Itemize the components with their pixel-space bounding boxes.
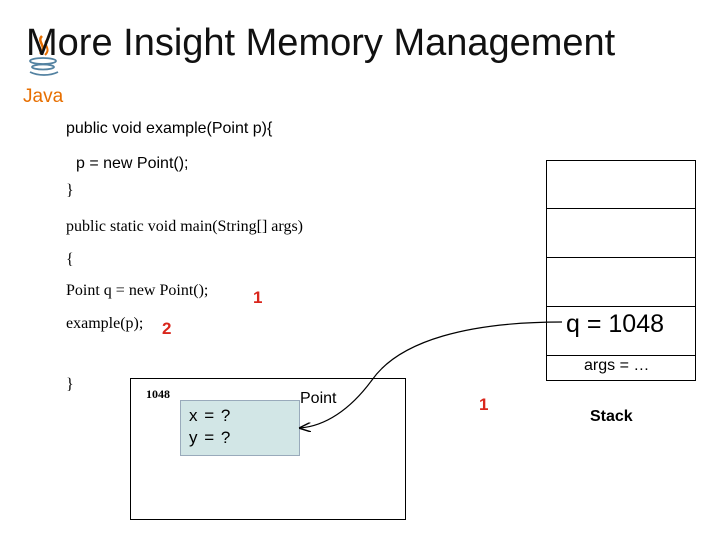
step-marker-1: 1 (253, 288, 263, 307)
heap-address-label: 1048 (146, 387, 170, 401)
point-object: x = ? y = ? (180, 400, 300, 456)
field-y: y = ? (189, 428, 232, 447)
arrow-step-marker-1: 1 (479, 395, 489, 414)
stack-label: Stack (590, 408, 633, 425)
heap-box (130, 378, 406, 520)
code-line-method-signature: public void example(Point p){ (66, 120, 273, 137)
code-line-declare-q: Point q = new Point(); (66, 282, 209, 299)
object-type-label: Point (300, 390, 337, 407)
stack-entry-args: args = … (584, 357, 650, 374)
code-line-close-brace: } (66, 182, 74, 199)
code-line-assign-new-point: p = new Point(); (76, 155, 189, 172)
stack-divider (547, 306, 695, 307)
code-line-main-signature: public static void main(String[] args) (66, 218, 303, 235)
stack-divider (547, 355, 695, 356)
java-logo: Java (20, 28, 70, 108)
slide-title: More Insight Memory Management (26, 22, 616, 64)
stack-frame (546, 160, 696, 381)
step-marker-2: 2 (162, 319, 172, 338)
stack-entry-q: q = 1048 (566, 310, 665, 338)
code-line-open-brace: { (66, 251, 74, 268)
java-wordmark: Java (23, 86, 64, 107)
code-line-call-example: example(p); (66, 315, 144, 332)
field-x: x = ? (189, 406, 232, 425)
code-line-final-brace: } (66, 376, 74, 393)
stack-divider (547, 257, 695, 258)
stack-divider (547, 208, 695, 209)
